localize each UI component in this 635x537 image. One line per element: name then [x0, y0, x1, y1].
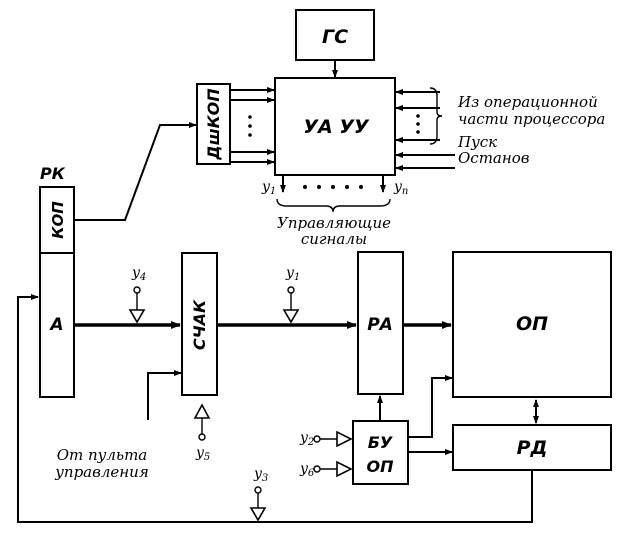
rk-register: КОП А [39, 186, 75, 398]
y3-label: y3 [253, 466, 268, 484]
yn-out-label: yn [393, 179, 408, 197]
rd-block: РД [452, 424, 612, 471]
a-label: А [48, 315, 63, 335]
op-block: ОП [452, 251, 612, 398]
y5-label: y5 [195, 445, 210, 463]
y6-label: y6 [299, 461, 315, 479]
annotations: Из операционной части процессора Пуск Ос… [54, 93, 605, 484]
panel-label-1: От пульта [57, 446, 148, 464]
ctrl-signals-label-1: Управляющие [277, 214, 391, 232]
ctrl-signals-label-2: сигналы [301, 230, 367, 248]
op-label: ОП [516, 313, 548, 335]
y1-out-label: y1 [261, 179, 276, 197]
schak-label: СЧАК [190, 299, 209, 350]
rk-label: РК [40, 164, 66, 183]
pusk-label: Пуск [457, 133, 497, 151]
uauu-label: УА УУ [303, 116, 370, 138]
kop-label: КОП [49, 201, 67, 239]
buop-label-2: ОП [367, 457, 395, 476]
panel-label-2: управления [54, 463, 149, 481]
gs-block: ГС [295, 9, 375, 61]
y1-bus-label: y1 [285, 265, 300, 283]
buop-label-1: БУ [368, 433, 393, 452]
from-op-label-2: части процессора [458, 110, 605, 128]
ra-label: РА [367, 315, 393, 335]
gs-label: ГС [322, 26, 348, 48]
schak-block: СЧАК [181, 252, 218, 396]
y2-label: y2 [299, 430, 314, 448]
ostanov-label: Останов [458, 149, 530, 167]
y4-label: y4 [131, 265, 146, 283]
dshkop-block: ДшКОП [196, 83, 231, 165]
connections [17, 60, 539, 523]
ra-block: РА [357, 251, 404, 395]
from-op-label-1: Из операционной [457, 93, 598, 111]
dshkop-label: ДшКОП [204, 88, 223, 161]
uauu-block: УА УУ [274, 77, 396, 176]
rd-label: РД [517, 437, 548, 459]
buop-block: БУ ОП [352, 420, 409, 485]
